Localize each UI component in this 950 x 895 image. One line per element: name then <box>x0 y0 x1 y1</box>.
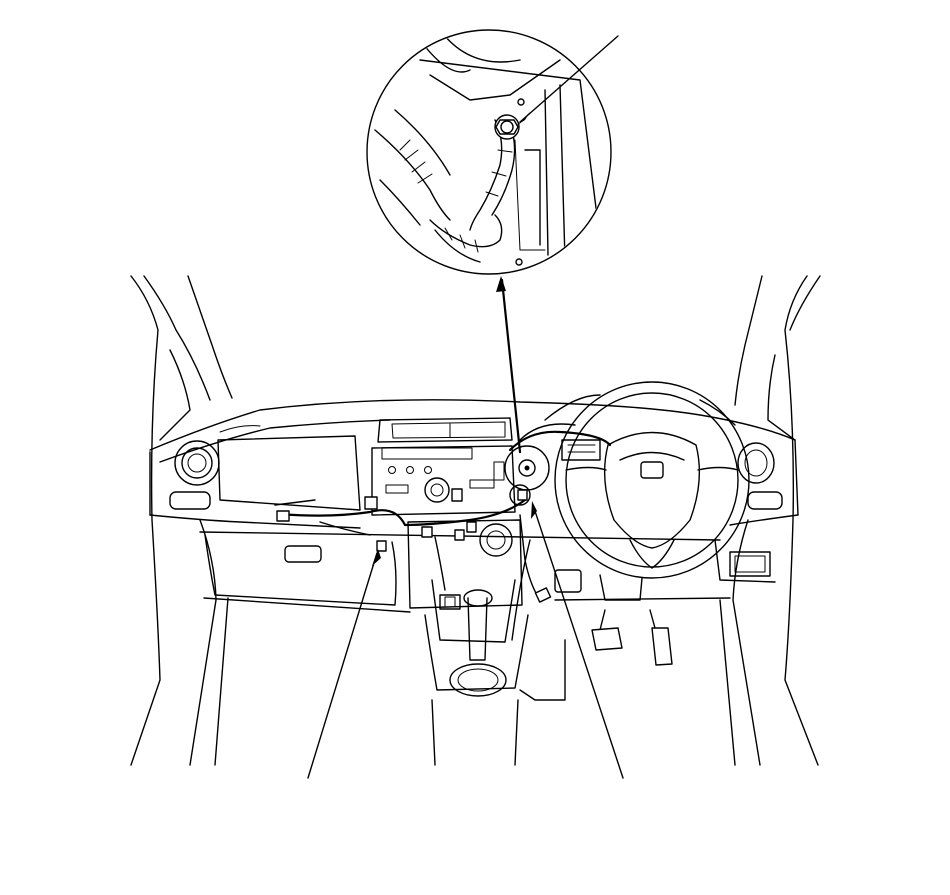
ground-bolt-location <box>504 445 550 506</box>
right-a-pillar <box>719 275 821 766</box>
left-a-pillar <box>130 275 233 766</box>
leader-lines <box>307 35 624 779</box>
wiring-harness <box>274 423 612 641</box>
pedals <box>591 609 673 666</box>
lower-center-stack <box>407 519 566 766</box>
center-audio-unit <box>371 417 516 516</box>
glovebox <box>204 435 397 606</box>
detail-view <box>366 29 612 275</box>
steering-wheel-icon <box>544 381 750 601</box>
right-air-vent <box>737 442 783 510</box>
left-air-vent <box>169 440 220 510</box>
right-dash-panel <box>554 539 776 593</box>
dashboard-top <box>149 399 799 613</box>
